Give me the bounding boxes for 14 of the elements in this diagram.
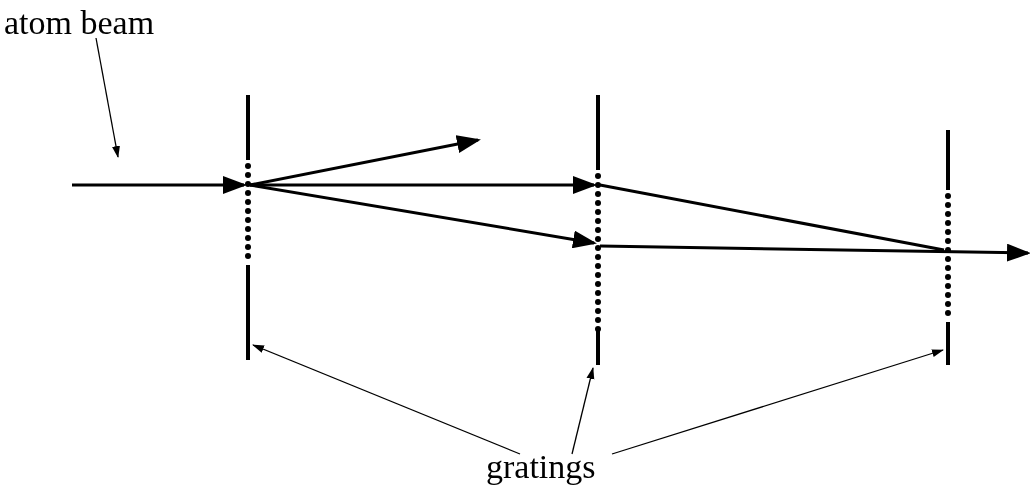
leader-arrow — [571, 367, 595, 455]
leader-arrow — [252, 344, 521, 455]
beam-arrow — [599, 243, 1030, 262]
caption-text: atom beam — [4, 6, 155, 40]
leader-arrow — [95, 37, 120, 158]
grating — [244, 95, 252, 360]
grating — [944, 130, 952, 365]
beam-arrow — [249, 135, 481, 187]
caption-text: gratings — [486, 450, 596, 484]
grating — [594, 95, 602, 365]
beam-line — [599, 183, 945, 252]
leader-arrow — [611, 349, 944, 455]
beam-arrow — [72, 176, 247, 194]
beam-arrow — [249, 183, 597, 249]
